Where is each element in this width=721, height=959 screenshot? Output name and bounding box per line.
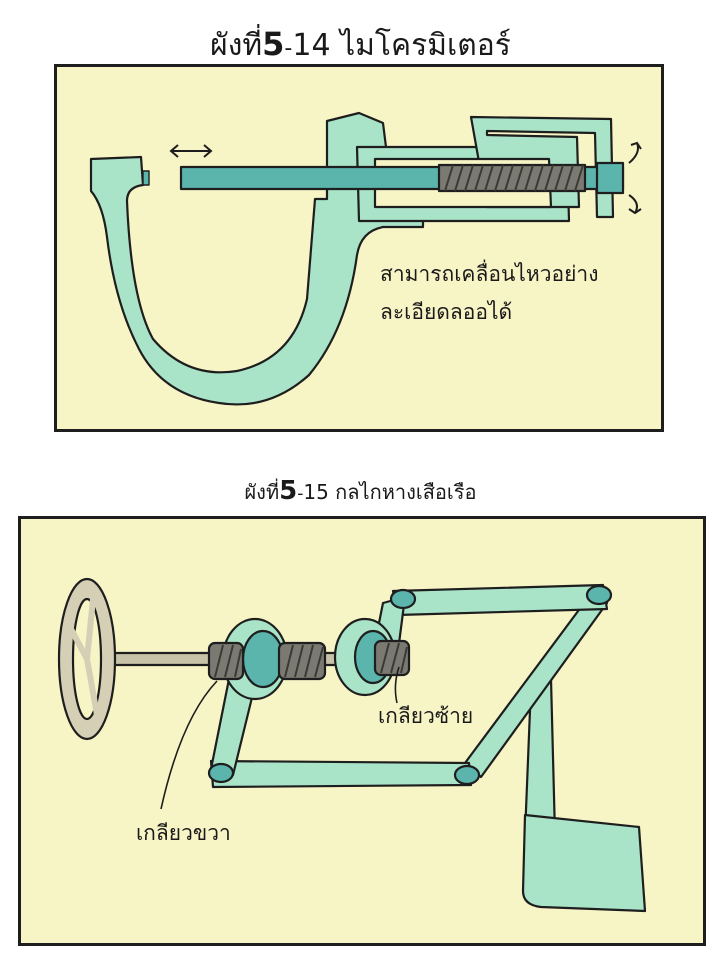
fine-motion-note-line-2: ละเอียดลออได้	[380, 300, 513, 324]
figure-1-title-text: 14 ไมโครมิเตอร์	[292, 28, 511, 63]
figure-1-title-prefix: ผังที่	[210, 28, 263, 63]
right-thread-leader	[160, 680, 218, 810]
figure-1-title: ผังที่5-14 ไมโครมิเตอร์	[0, 22, 721, 69]
figure-1-separator: -	[284, 36, 293, 61]
pivot-pin	[453, 764, 481, 786]
steering-panel	[18, 516, 706, 946]
left-thread-leader	[394, 666, 400, 704]
figure-2-title-text: 15 กลไกหางเสือเรือ	[303, 480, 477, 504]
figure-2-title: ผังที่5-15 กลไกหางเสือเรือ	[0, 476, 721, 508]
rotate-arrow-icon	[628, 141, 642, 215]
pivot-pin	[585, 584, 613, 606]
top-link-bar	[391, 583, 609, 617]
figure-2-number: 5	[279, 476, 298, 506]
pivot-pin	[207, 762, 235, 784]
rudder-blade	[521, 813, 647, 913]
figure-2-title-prefix: ผังที่	[244, 480, 280, 504]
micrometer-panel	[54, 64, 664, 432]
right-thread-label: เกลียวขวา	[136, 821, 231, 845]
thread-hatching	[444, 164, 584, 192]
double-arrow-icon	[169, 144, 213, 158]
left-thread-label: เกลียวซ้าย	[378, 704, 474, 728]
steering-illustration	[57, 577, 647, 913]
bottom-link-bar	[209, 759, 473, 789]
figure-1-number: 5	[262, 25, 285, 63]
micrometer-illustration	[89, 111, 642, 406]
figure-2-separator: -	[297, 484, 304, 504]
fine-motion-note-line-1: สามารถเคลื่อนไหวอย่าง	[380, 262, 599, 286]
pivot-pin	[389, 588, 417, 610]
